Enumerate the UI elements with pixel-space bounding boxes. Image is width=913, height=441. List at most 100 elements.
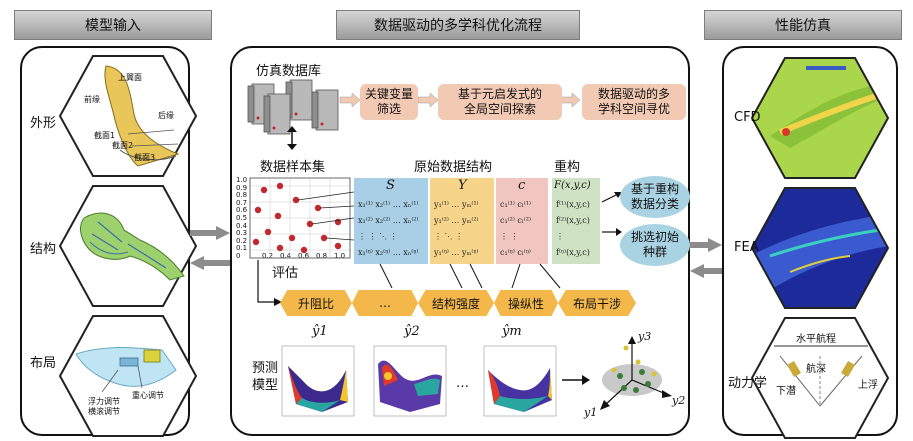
anno-horizontal-range: 水平航程 <box>796 334 836 345</box>
matrix-cell: x₁⁽¹⁾ x₂⁽¹⁾ … xₙ⁽¹⁾ <box>358 200 419 209</box>
shape-hexagon <box>58 55 198 177</box>
matrix-cell: ⋮ <box>556 232 564 241</box>
db-label: 仿真数据库 <box>256 64 322 79</box>
cfd-label: CFD <box>734 110 761 125</box>
scatter-y-tick: 1.0 <box>236 176 248 184</box>
scatter-y-tick: 0.5 <box>236 214 248 222</box>
col-header-f: F(x,y,c) <box>554 180 591 191</box>
sample-label: 数据样本集 <box>260 160 326 175</box>
header-performance-simulation: 性能仿真 <box>704 10 902 40</box>
anno-upper-surface: 上翼面 <box>118 73 142 82</box>
scatter-y-tick: 0.9 <box>236 183 248 192</box>
anno-leading-edge: 前缘 <box>84 95 100 104</box>
anno-trailing-edge: 后缘 <box>158 111 174 120</box>
scatter-x-tick: 0.6 <box>298 252 310 260</box>
scatter-y-tick: 0.4 <box>236 221 248 230</box>
pred-surface-1 <box>281 345 355 417</box>
oval-classification: 基于重构 数据分类 <box>620 176 690 218</box>
scatter-x-tick: 0.8 <box>316 252 328 260</box>
dynamics-hexagon <box>750 317 890 439</box>
matrix-cell: y₁⁽ᵑ⁾ … yₘ⁽ᵑ⁾ <box>434 248 479 257</box>
matrix-cell: c₁⁽¹⁾ cₗ⁽¹⁾ <box>500 200 531 209</box>
step-key-variable-screening: 关键变量 筛选 <box>360 84 418 120</box>
column-s <box>354 178 428 264</box>
arrow-right-to-center <box>690 264 722 278</box>
matrix-cell: c₁⁽²⁾ cₗ⁽²⁾ <box>500 216 531 225</box>
col-header-s: S <box>386 178 395 193</box>
matrix-cell: ⋮ ⋮ <box>500 232 519 241</box>
pred-ellipsis: … <box>456 376 469 391</box>
pred-title-1: ŷ1 <box>312 324 328 339</box>
column-f <box>552 178 600 264</box>
axis-y1: y1 <box>584 406 598 419</box>
oval-initial-population: 挑选初始 种群 <box>620 224 690 266</box>
anno-rise: 上浮 <box>858 380 878 391</box>
matrix-cell: f⁽ᵑ⁾(x,y,c) <box>556 248 590 257</box>
anno-roll-adjust: 横滚调节 <box>88 407 120 416</box>
step-data-driven-search: 数据驱动的多 学科空间寻优 <box>582 84 686 120</box>
anno-section-1: 截面1 <box>94 131 116 140</box>
layout-hexagon <box>58 315 198 437</box>
pred-title-2: ŷ2 <box>404 324 420 339</box>
matrix-cell: c₁⁽ᵑ⁾ cₗ⁽ᵑ⁾ <box>500 248 531 257</box>
structure-hexagon <box>58 185 198 307</box>
arrow-center-to-left <box>190 256 230 270</box>
column-c <box>496 178 548 264</box>
objective-structural-strength: 结构强度 <box>418 290 494 316</box>
anno-cg-adjust: 重心调节 <box>132 391 164 400</box>
pred-output-arrow <box>562 375 590 385</box>
dynamics-label: 动力学 <box>728 376 768 391</box>
matrix-cell: x₁⁽ᵑ⁾ x₂⁽ᵑ⁾ … xₙ⁽ᵑ⁾ <box>358 248 419 257</box>
database-server-icon <box>247 79 339 135</box>
arrow-center-to-right <box>690 238 722 252</box>
matrix-cell: y₁⁽¹⁾ … yₘ⁽¹⁾ <box>434 200 479 209</box>
scatter-x-tick: 0.4 <box>280 252 292 260</box>
pred-surface-2 <box>373 345 447 417</box>
scatter-x-tick: 0.2 <box>262 252 274 260</box>
column-y <box>430 178 494 264</box>
objective-ellipsis: … <box>352 290 418 316</box>
shape-label: 外形 <box>30 116 57 131</box>
axis-y2: y2 <box>672 394 686 407</box>
layout-label: 布局 <box>30 356 57 371</box>
structure-label: 结构 <box>30 242 57 257</box>
scatter-x-tick: 1.0 <box>334 252 346 260</box>
header-model-input: 模型输入 <box>14 10 212 40</box>
flow-arrows <box>339 92 581 108</box>
matrix-cell: f⁽²⁾(x,y,c) <box>556 216 590 225</box>
anno-depth: 航深 <box>806 364 826 375</box>
objective-controllability: 操纵性 <box>494 290 558 316</box>
scatter-y-tick: 0.6 <box>236 206 248 215</box>
step-metaheuristic-exploration: 基于元启发式的 全局空间探索 <box>438 84 562 120</box>
matrix-cell: y₁⁽²⁾ … yₘ⁽²⁾ <box>434 216 479 225</box>
structure-label-title: 原始数据结构 <box>414 160 493 175</box>
objective-space-3d <box>600 336 672 410</box>
anno-section-3: 截面3 <box>134 153 156 162</box>
matrix-cell: ⋮ ⋱ ⋮ <box>434 232 464 241</box>
sample-scatter-plot <box>249 177 355 259</box>
fea-hexagon <box>750 187 890 309</box>
scatter-y-tick: 0.3 <box>236 229 248 238</box>
pred-surface-m <box>483 345 557 417</box>
objective-arrows <box>257 260 561 306</box>
anno-buoyancy-adjust: 浮力调节 <box>88 397 120 406</box>
header-optimization-flow: 数据驱动的多学科优化流程 <box>336 10 580 40</box>
fea-label: FEA <box>734 240 759 255</box>
scatter-y-tick: 0.7 <box>236 198 248 207</box>
pred-title-m: ŷm <box>502 324 522 339</box>
pred-model-label: 预测 模型 <box>252 361 279 393</box>
scatter-y-tick: 0 <box>236 252 241 260</box>
anno-dive: 下潜 <box>776 386 796 397</box>
scatter-y-tick: 0.8 <box>236 191 248 200</box>
objective-layout-interference: 布局干涉 <box>558 290 636 316</box>
scatter-y-tick: 0.1 <box>236 244 248 253</box>
db-sample-arrow <box>287 126 297 150</box>
col-header-y: Y <box>458 178 467 193</box>
arrow-left-to-center <box>190 226 230 240</box>
scatter-y-tick: 0.2 <box>236 236 248 245</box>
eval-label: 评估 <box>272 266 299 281</box>
matrix-cell: f⁽¹⁾(x,y,c) <box>556 200 590 209</box>
recon-label: 重构 <box>554 160 581 175</box>
matrix-cell: ⋮ ⋮ ⋱ ⋮ <box>358 232 398 241</box>
col-header-c: c <box>518 178 526 193</box>
